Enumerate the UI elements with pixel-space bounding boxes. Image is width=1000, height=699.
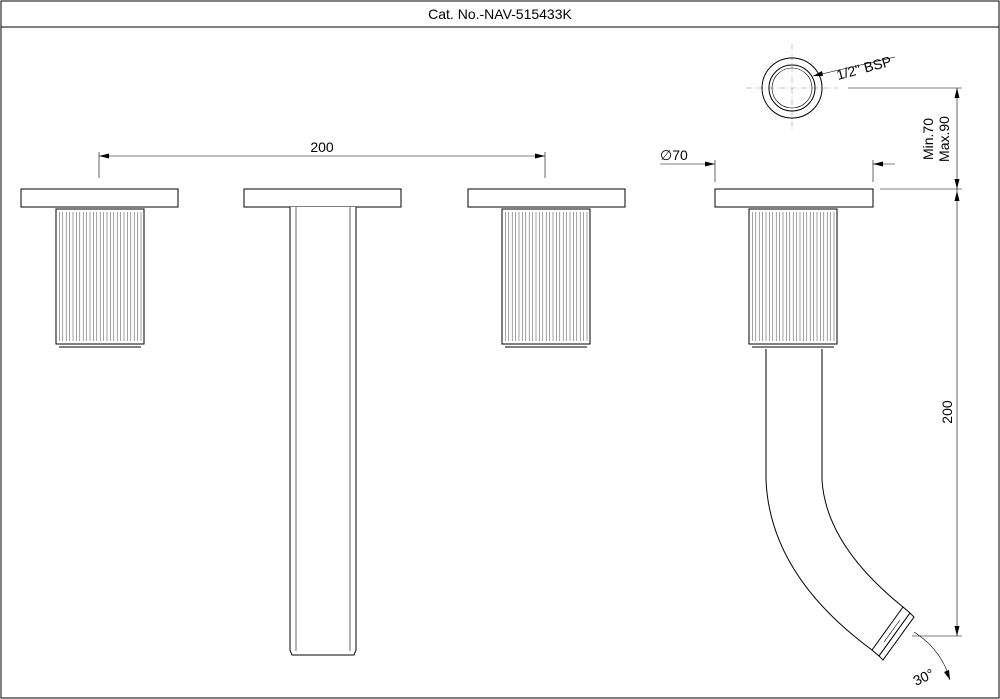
wall-min-label: Min.70 <box>920 118 936 160</box>
spout-pipe <box>289 207 357 656</box>
spout-flange-plate <box>243 188 402 208</box>
spout-projection-dimension: 200 <box>912 189 962 637</box>
spout-outer-curve <box>765 349 873 651</box>
spout-projection-label: 200 <box>939 400 955 424</box>
wall-max-label: Max.90 <box>936 116 952 162</box>
right-flange-plate <box>467 188 626 208</box>
left-handle <box>20 188 179 348</box>
catalog-number: Cat. No.-NAV-515433K <box>428 6 572 22</box>
connection-outer-ring <box>761 57 823 119</box>
right-handle-ribs <box>505 212 588 341</box>
left-flange-plate <box>20 188 179 208</box>
connection-thread-label: 1/2" BSP <box>835 53 894 83</box>
side-flange-plate <box>714 188 874 208</box>
connection-inner-ring <box>768 64 816 112</box>
spout-aerator <box>871 606 915 661</box>
right-handle <box>467 188 626 348</box>
spout-side-view <box>714 188 915 661</box>
spout-front-view <box>243 188 402 656</box>
outlet-angle-dimension: 30° <box>911 631 951 689</box>
outlet-angle-label: 30° <box>911 665 937 688</box>
side-handle-ribs <box>752 212 835 341</box>
flange-diameter-label: ∅70 <box>660 147 688 163</box>
handle-spacing-label: 200 <box>310 139 334 155</box>
left-handle-ribs <box>59 212 142 341</box>
wall-depth-dimension: Min.70 Max.90 <box>848 87 962 190</box>
flange-diameter-dimension: ∅70 <box>660 147 895 182</box>
spout-inner-curve <box>821 349 904 608</box>
handle-spacing-dimension: 200 <box>98 139 546 178</box>
